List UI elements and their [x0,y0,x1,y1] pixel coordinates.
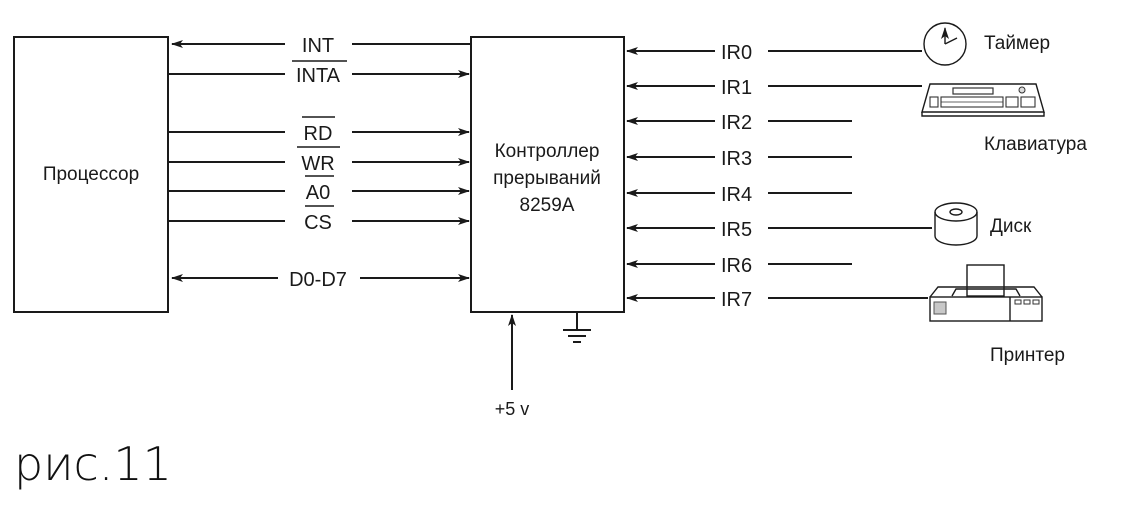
disk-icon [934,202,978,246]
signal-a0: A0 [168,175,470,204]
ir-label: IR7 [721,289,752,311]
timer-icon [923,22,967,66]
figure-caption: рис.11 [14,437,172,491]
ir-line-ir6: IR6 [626,255,852,277]
controller-label-line2: прерываний [493,168,601,189]
ground-symbol [563,312,591,343]
ir-line-ir4: IR4 [626,184,852,206]
signal-label-inta: INTA [296,65,341,87]
signal-label-data-bus: D0-D7 [289,269,347,291]
ir-label: IR5 [721,219,752,241]
ir-label: IR6 [721,255,752,277]
signal-rd: RD [168,116,470,145]
ir-line-ir5: IR5 [626,219,932,241]
keyboard-icon [921,83,1045,117]
signal-int: INT [171,35,471,57]
ir-label: IR1 [721,77,752,99]
processor-block: Процессор [13,36,169,313]
controller-label-line1: Контроллер [495,141,600,162]
device-label-keyboard: Клавиатура [984,134,1087,155]
controller-block: Контроллер прерываний 8259A [470,36,625,313]
ir-line-ir2: IR2 [626,112,852,134]
signal-wr: WR [168,146,470,175]
signal-label-wr: WR [301,153,334,175]
signal-inta: INTA [168,60,470,87]
ir-label: IR4 [721,184,752,206]
processor-box [13,36,169,313]
controller-label-line3: 8259A [520,195,575,216]
signal-label-cs: CS [304,212,332,234]
power-input: +5 v [495,314,530,419]
power-label: +5 v [495,399,530,419]
ir-label: IR0 [721,42,752,64]
signal-data-bus: D0-D7 [171,269,470,291]
ir-label: IR2 [721,112,752,134]
controller-box [470,36,625,313]
ir-line-ir1: IR1 [626,77,922,99]
signal-label-a0: A0 [306,182,330,204]
signal-label-int: INT [302,35,334,57]
ir-line-ir7: IR7 [626,289,928,311]
signal-label-rd: RD [304,123,333,145]
ir-line-ir0: IR0 [626,42,922,64]
signal-cs: CS [168,205,470,234]
device-label-printer: Принтер [990,345,1065,366]
device-label-disk: Диск [990,216,1032,237]
ir-label: IR3 [721,148,752,170]
device-label-timer: Таймер [984,33,1050,54]
processor-label: Процессор [43,164,139,185]
ir-line-ir3: IR3 [626,148,852,170]
printer-icon [929,264,1043,322]
